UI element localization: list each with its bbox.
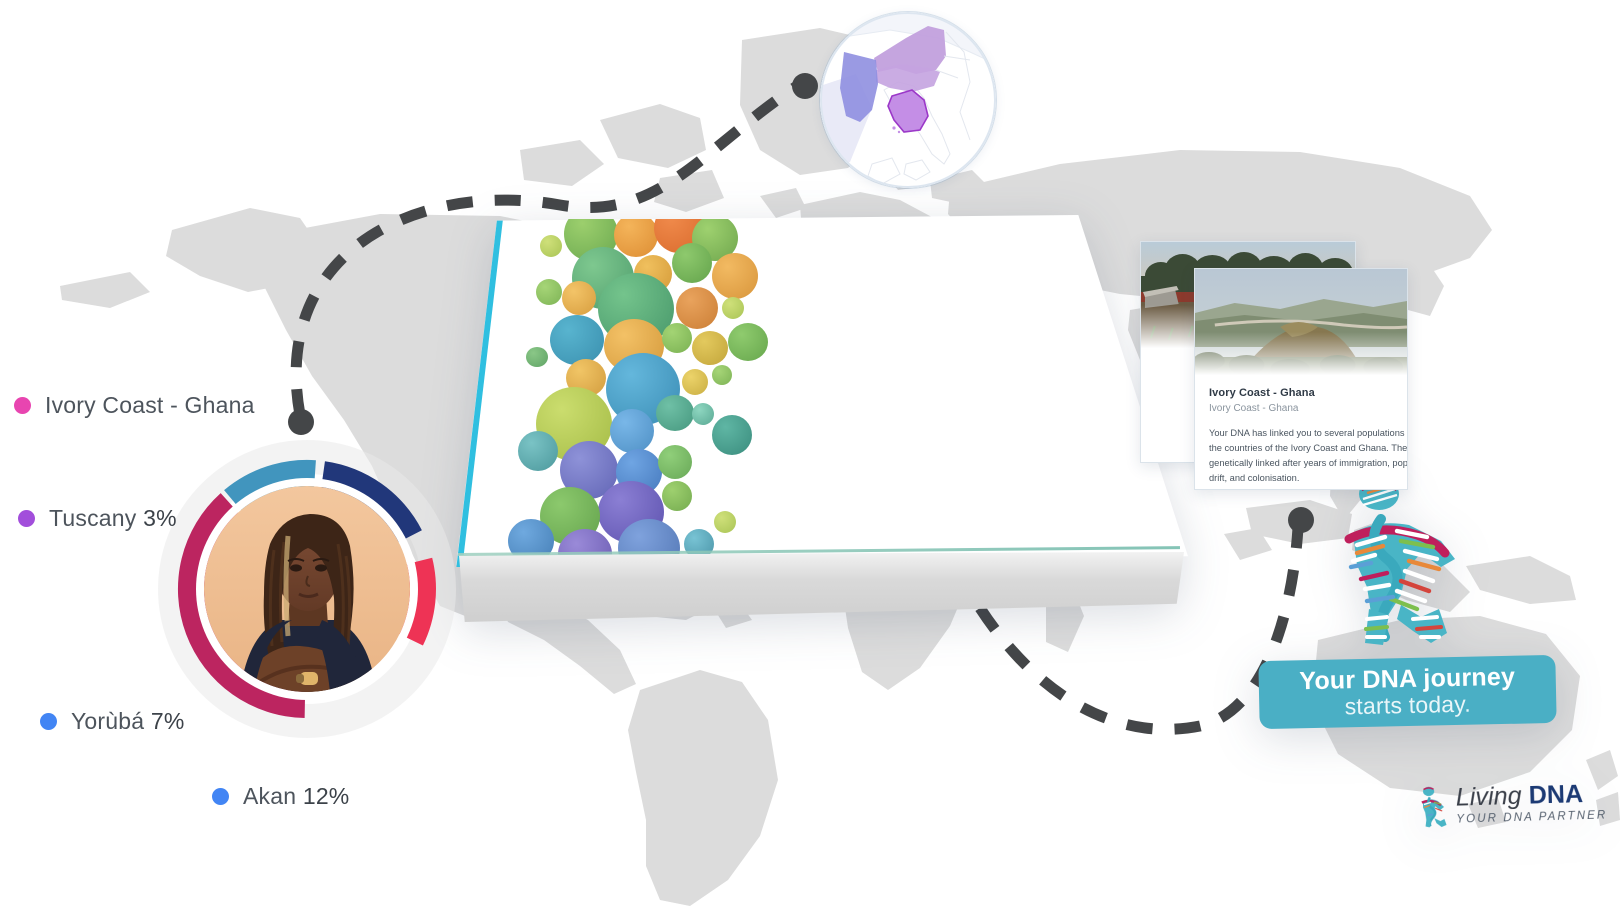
- region-card-title: Ivory Coast - Ghana: [1209, 387, 1315, 399]
- brand-dna-person-icon: [1421, 786, 1447, 828]
- dna-test-kit-box[interactable]: Your DNA journey starts today.: [452, 215, 1607, 828]
- donut-segment-ivory-coast-ghana[interactable]: [158, 493, 370, 738]
- user-avatar[interactable]: [204, 486, 410, 692]
- kit-bubble-artwork: [506, 219, 771, 571]
- route-dot-oceania: [1288, 507, 1314, 533]
- legend-label: Ivory Coast - Ghana: [45, 392, 255, 418]
- region-card-front[interactable]: Ivory Coast - Ghana Ivory Coast - Ghana …: [1194, 268, 1408, 490]
- legend-dot-icon: [212, 788, 229, 805]
- legend-item-tuscany[interactable]: Tuscany 3%: [18, 505, 177, 532]
- kit-slogan-box: Your DNA journey starts today.: [1258, 654, 1557, 730]
- legend-dot-icon: [14, 397, 31, 414]
- donut-segment-tuscany[interactable]: [224, 440, 329, 534]
- legend-item-yoruba[interactable]: Yorùbá 7%: [40, 708, 185, 735]
- europe-globe-inset[interactable]: [820, 12, 996, 188]
- route-dot-north-america: [288, 409, 314, 435]
- brand-name: Living DNA: [1455, 779, 1584, 812]
- tuscany-highlight: [887, 89, 929, 133]
- dna-person-logo: [1344, 478, 1455, 645]
- ancestry-donut-chart[interactable]: [158, 440, 456, 738]
- legend-label: Yorùbá 7%: [71, 708, 185, 734]
- brand-tagline: YOUR DNA PARTNER: [1456, 809, 1608, 826]
- region-card-front-body: Ivory Coast - Ghana Ivory Coast - Ghana …: [1195, 377, 1407, 486]
- region-card-subtitle: Ivory Coast - Ghana: [1209, 403, 1299, 414]
- region-card-description: Your DNA has linked you to several popul…: [1209, 428, 1408, 484]
- legend-dot-icon: [40, 713, 57, 730]
- legend-label: Tuscany 3%: [49, 505, 177, 531]
- route-dot-europe: [792, 73, 818, 99]
- slogan-line-1: Your DNA journey: [1299, 662, 1516, 696]
- west-region-highlight: [840, 52, 878, 122]
- living-dna-brand-lockup: Living DNA YOUR DNA PARTNER: [1413, 776, 1614, 832]
- route-arc-kit-oceania: [975, 527, 1304, 735]
- kit-base-face: [458, 552, 1184, 622]
- legend-item-akan[interactable]: Akan 12%: [212, 783, 349, 810]
- donut-segment-yoruba[interactable]: [315, 461, 430, 547]
- slogan-line-2: starts today.: [1344, 690, 1472, 720]
- route-arc-americas-europe: [290, 79, 804, 416]
- legend-label: Akan 12%: [243, 783, 350, 809]
- region-card-front-photo: [1195, 269, 1407, 377]
- legend-item-ivory-coast-ghana[interactable]: Ivory Coast - Ghana: [14, 392, 255, 419]
- north-region-highlight: [874, 26, 946, 74]
- legend-dot-icon: [18, 510, 35, 527]
